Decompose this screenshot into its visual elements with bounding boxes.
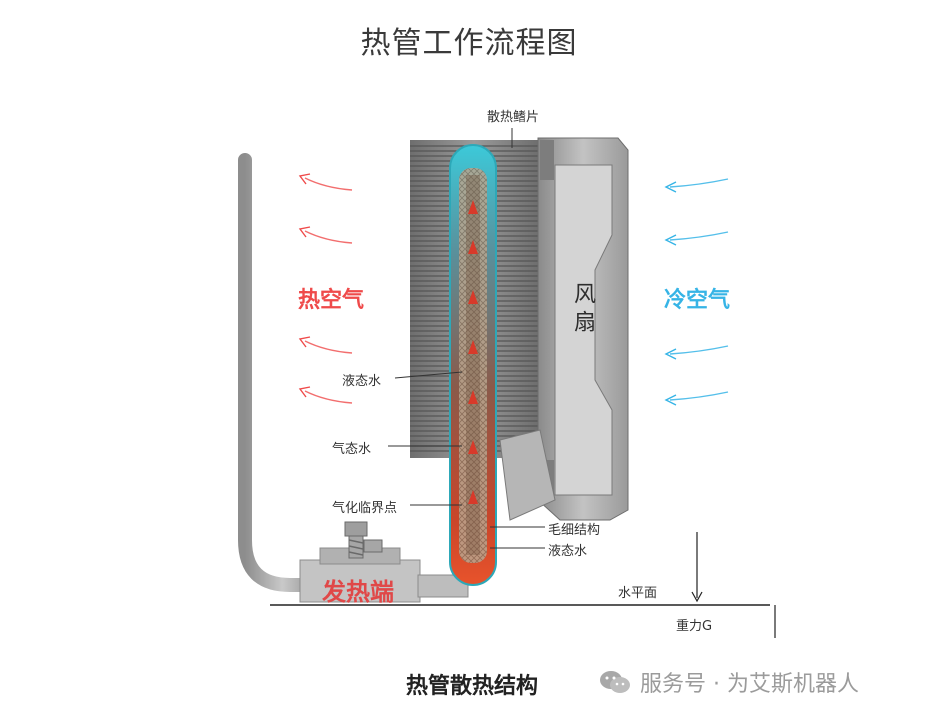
horizontal-plane-label: 水平面 [618, 586, 658, 601]
cold-air-arrowhead [664, 234, 677, 246]
cold-air-arrowhead [664, 394, 677, 406]
hot-air-arrowhead [298, 226, 311, 238]
hot-air-arrowhead [298, 336, 311, 348]
fan-frame [499, 137, 629, 521]
cold-air-arrowhead [664, 181, 677, 193]
gravity-label: 重力G [676, 619, 713, 634]
cold-air-arrowhead [664, 348, 677, 360]
screw-icon [344, 521, 383, 559]
cold-air-arrow [669, 345, 729, 355]
hot-air-arrows [298, 173, 353, 404]
up-arrow-icon [468, 390, 478, 404]
structure-caption: 热管散热结构 [406, 673, 539, 699]
cold-air-label: 冷空气 [664, 288, 731, 313]
hot-air-arrow [304, 340, 353, 354]
up-arrow-icon [468, 290, 478, 304]
hot-air-arrowhead [298, 173, 311, 185]
up-arrow-icon [468, 200, 478, 214]
hot-air-label: 热空气 [298, 288, 365, 313]
cold-air-arrows [664, 178, 729, 406]
up-arrow-icon [468, 440, 478, 454]
gravity-arrow [691, 532, 776, 638]
hot-air-arrowhead [298, 386, 311, 398]
up-arrow-icon [468, 340, 478, 354]
capillary-label: 毛细结构 [548, 523, 601, 538]
fan-label: 风扇 [570, 282, 595, 338]
leader-lines [388, 128, 545, 549]
cold-air-arrow [669, 231, 729, 241]
diagram-title: 热管工作流程图 [360, 26, 578, 61]
vapor-flow-arrows [468, 200, 478, 504]
vaporization-point-label: 气化临界点 [332, 501, 398, 516]
hot-air-arrow [304, 230, 353, 244]
liquid-water-bottom-label: 液态水 [548, 544, 588, 559]
up-arrow-icon [468, 240, 478, 254]
heat-source-block [299, 547, 469, 603]
cold-air-arrow [669, 178, 729, 188]
liquid-water-label: 液态水 [342, 374, 382, 389]
wechat-icon [600, 671, 630, 693]
cold-air-arrow [669, 391, 729, 401]
up-arrow-icon [468, 490, 478, 504]
hot-air-arrow [304, 177, 353, 191]
footer-text: 服务号 · 为艾斯机器人 [640, 672, 859, 697]
fins-label: 散热鳍片 [487, 110, 540, 125]
heat-end-label: 发热端 [322, 578, 394, 606]
hot-air-arrow [304, 390, 353, 404]
bent-heat-pipe [238, 153, 327, 592]
vapor-water-label: 气态水 [332, 442, 372, 457]
footer-watermark: 服务号 · 为艾斯机器人 [598, 666, 859, 698]
heat-pipe-vertical [449, 144, 497, 586]
